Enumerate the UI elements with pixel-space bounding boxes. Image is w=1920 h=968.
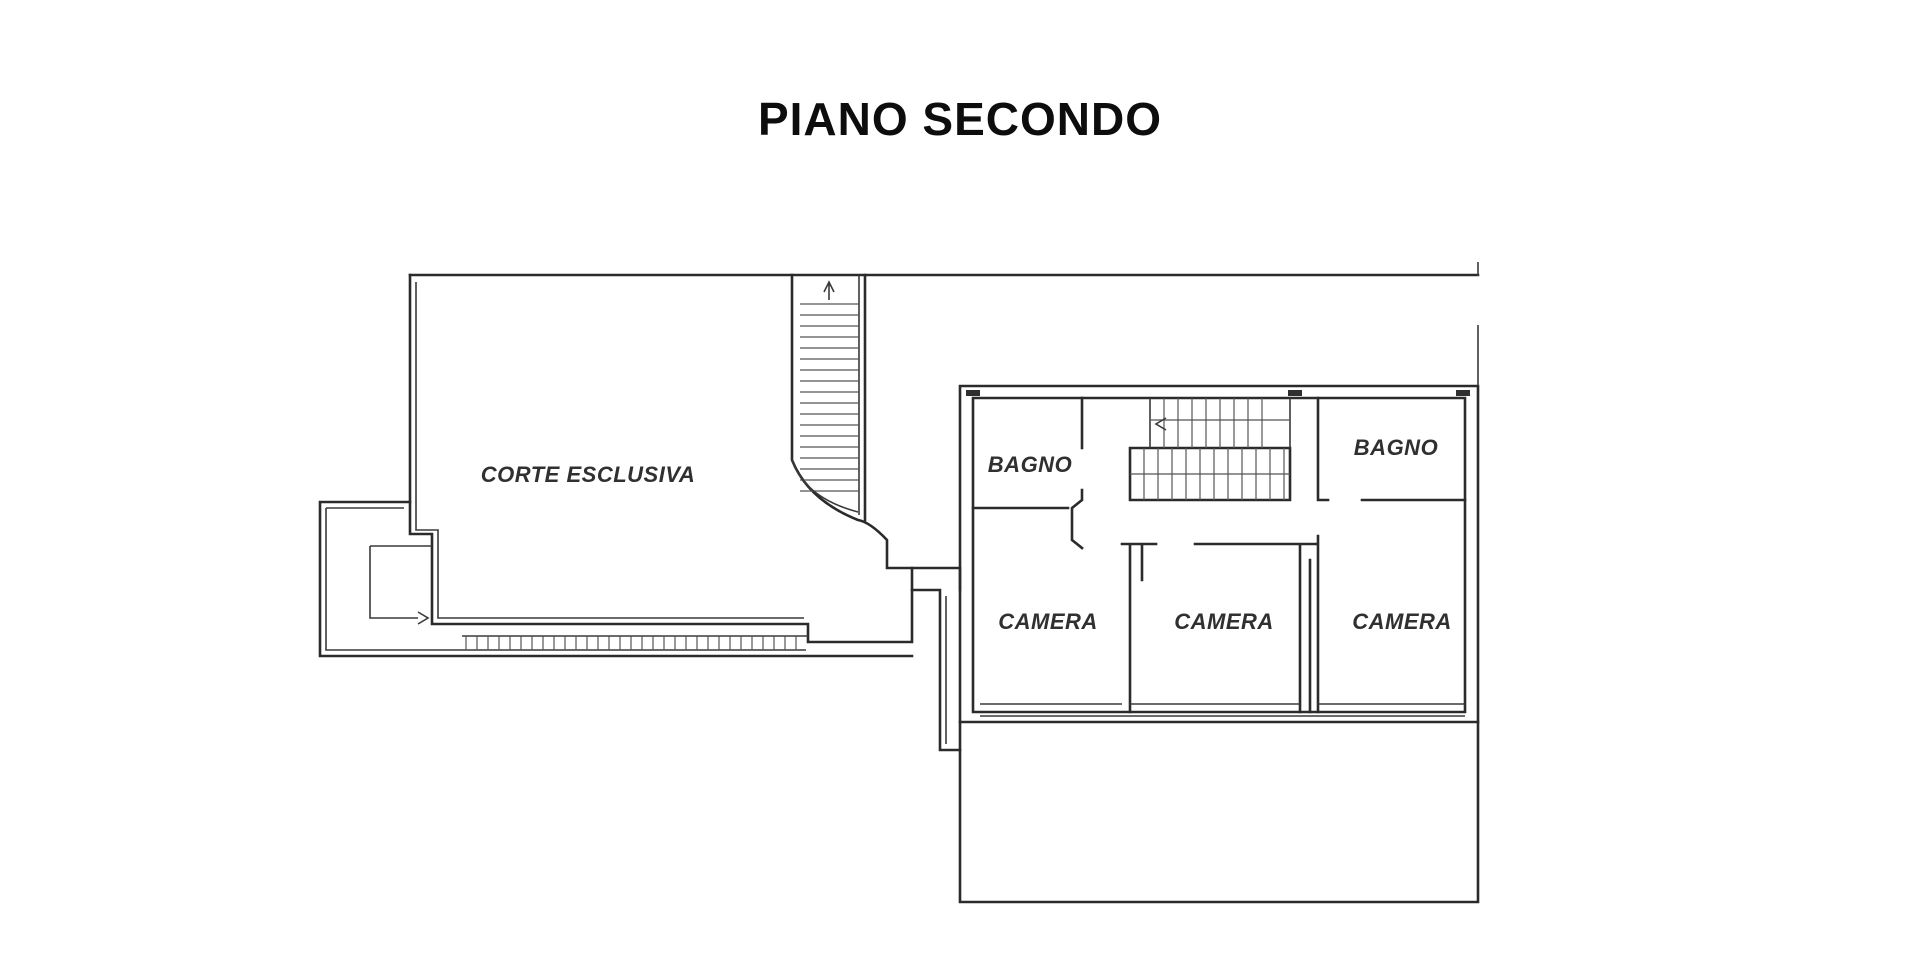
left-annex <box>318 500 914 658</box>
page-title: PIANO SECONDO <box>757 93 1163 145</box>
main-block <box>958 325 1480 904</box>
label-camera-right: CAMERA <box>1352 609 1452 634</box>
interior-staircase <box>1128 398 1292 502</box>
corte-steps-strip <box>462 635 808 650</box>
top-boundary <box>408 262 1480 277</box>
label-bagno-right: BAGNO <box>1354 435 1438 460</box>
label-camera-center: CAMERA <box>1174 609 1274 634</box>
exterior-staircase <box>791 280 859 513</box>
connector-walkway <box>910 566 962 752</box>
label-camera-left: CAMERA <box>998 609 1098 634</box>
label-bagno-left: BAGNO <box>988 452 1072 477</box>
label-corte-esclusiva: CORTE ESCLUSIVA <box>481 462 696 487</box>
room-labels: CORTE ESCLUSIVA BAGNO BAGNO CAMERA CAMER… <box>481 435 1452 634</box>
